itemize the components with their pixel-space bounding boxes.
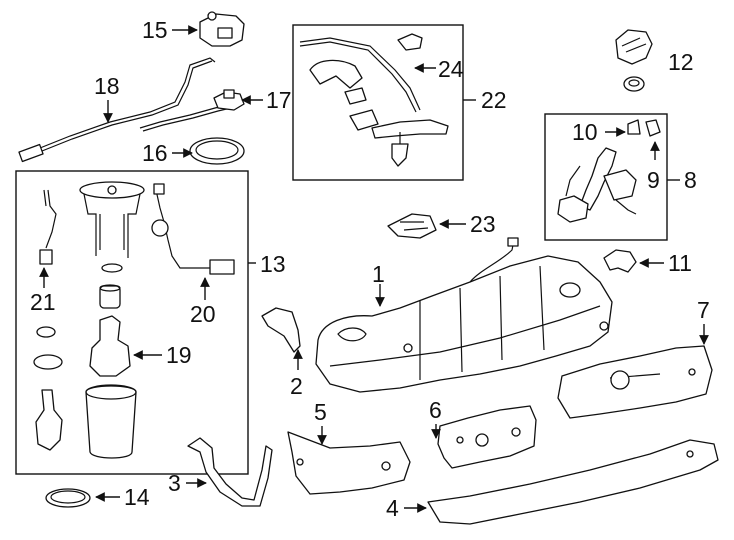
part-11-bracket: [603, 249, 637, 273]
part-22-vapor-hoses: [299, 33, 449, 167]
part-14-o-ring: [45, 488, 91, 508]
part-18-fuel-line: [18, 57, 236, 163]
label-17: 17: [266, 87, 292, 113]
part-1-fuel-tank: [315, 237, 613, 393]
label-9: 9: [647, 167, 660, 193]
part-23-bracket: [387, 213, 437, 239]
label-13: 13: [260, 251, 286, 277]
label-22: 22: [481, 87, 507, 113]
group-box-13: [15, 170, 249, 475]
part-7-heat-shield: [557, 345, 713, 419]
label-6: 6: [429, 397, 442, 423]
label-2: 2: [290, 373, 303, 399]
label-19: 19: [166, 342, 192, 368]
label-24: 24: [438, 56, 464, 82]
group-box-8: [544, 113, 668, 241]
part-labels: 1 2 3 4 5 6 7 8 9 10 11 12 13 14 15 16 1…: [30, 17, 710, 521]
label-1: 1: [372, 261, 385, 287]
label-21: 21: [30, 289, 56, 315]
label-23: 23: [470, 211, 496, 237]
leader-lines: [39, 25, 709, 513]
part-6-shield: [437, 405, 537, 469]
label-7: 7: [697, 297, 710, 323]
part-5-heat-shield: [287, 431, 411, 495]
part-12-fuel-cap: [615, 29, 653, 92]
label-12: 12: [668, 49, 694, 75]
label-16: 16: [142, 140, 168, 166]
part-4-skid-plate: [427, 439, 719, 525]
part-16-lock-ring: [189, 137, 245, 165]
label-8: 8: [684, 167, 697, 193]
label-4: 4: [386, 495, 399, 521]
label-10: 10: [572, 119, 598, 145]
part-8-filler-neck: [557, 119, 661, 223]
label-15: 15: [142, 17, 168, 43]
part-2-bracket: [261, 307, 301, 353]
label-5: 5: [314, 399, 327, 425]
label-20: 20: [190, 301, 216, 327]
part-17-connector: [213, 89, 245, 111]
part-15-cover: [199, 11, 245, 47]
part-3-strap: [187, 437, 273, 507]
group-box-22: [292, 24, 464, 181]
label-14: 14: [124, 484, 150, 510]
label-11: 11: [668, 250, 692, 276]
part-13-pump-module: [33, 181, 235, 459]
label-3: 3: [168, 470, 181, 496]
label-18: 18: [94, 73, 120, 99]
